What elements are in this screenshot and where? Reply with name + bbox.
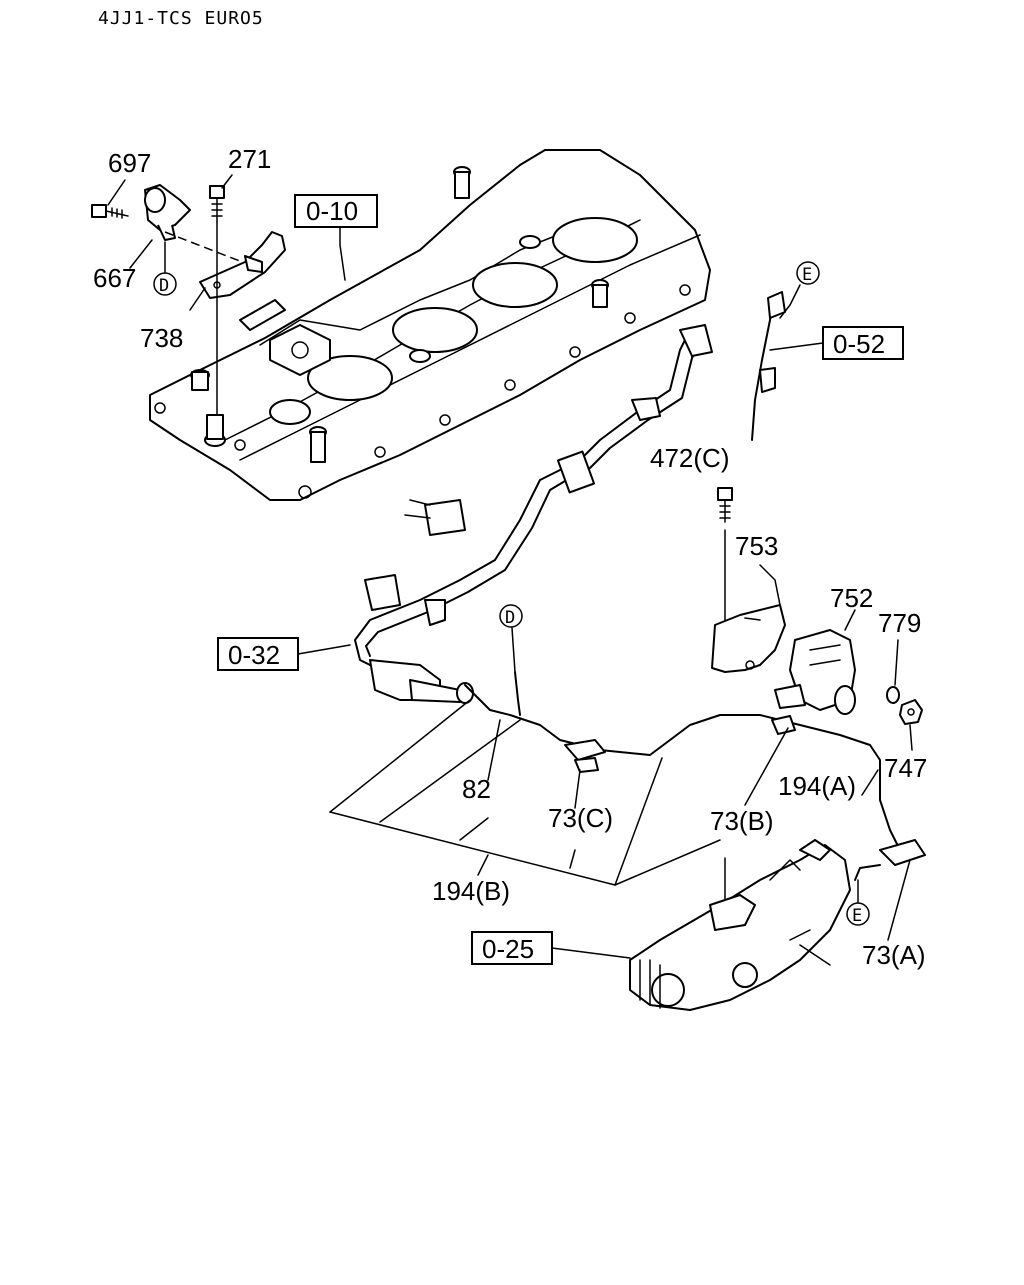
svg-text:E: E bbox=[852, 906, 862, 926]
leader-d-mid bbox=[511, 627, 516, 673]
label-747[interactable]: 747 bbox=[884, 753, 927, 783]
cylinder-head-cover bbox=[149, 149, 711, 501]
ref-0-32[interactable]: 0-32 bbox=[217, 637, 299, 671]
ref-0-52-label: 0-52 bbox=[833, 329, 885, 359]
leader-667 bbox=[129, 239, 153, 269]
marker-e-top: E bbox=[796, 261, 820, 285]
leader-779 bbox=[894, 639, 899, 686]
leader-697 bbox=[107, 179, 126, 206]
svg-text:D: D bbox=[505, 608, 515, 628]
label-271[interactable]: 271 bbox=[228, 144, 271, 174]
bolt-697[interactable] bbox=[91, 204, 129, 219]
leader-271 bbox=[221, 174, 233, 189]
leaders-194b bbox=[329, 699, 721, 886]
nut-747[interactable] bbox=[899, 699, 923, 725]
bolt-271[interactable] bbox=[209, 185, 225, 223]
leader-0-25 bbox=[551, 947, 631, 959]
label-753[interactable]: 753 bbox=[735, 531, 778, 561]
leader-752 bbox=[844, 609, 856, 631]
bolt-472c[interactable] bbox=[717, 487, 733, 523]
label-738[interactable]: 738 bbox=[140, 323, 183, 353]
label-697[interactable]: 697 bbox=[108, 148, 151, 178]
engine-model-title: 4JJ1-TCS EURO5 bbox=[98, 8, 264, 29]
leader-73c bbox=[574, 769, 581, 809]
leader-73b-up bbox=[744, 727, 789, 806]
intake-throttle-body bbox=[629, 839, 851, 1011]
leader-194a bbox=[861, 769, 879, 796]
ref-0-32-label: 0-32 bbox=[228, 640, 280, 670]
marker-e-bottom: E bbox=[846, 902, 870, 926]
leader-0-10 bbox=[339, 226, 346, 281]
label-779[interactable]: 779 bbox=[878, 608, 921, 638]
label-667[interactable]: 667 bbox=[93, 263, 136, 293]
svg-text:D: D bbox=[159, 276, 169, 296]
washer-779[interactable] bbox=[886, 686, 900, 704]
hose-194 bbox=[464, 671, 926, 881]
label-73b[interactable]: 73(B) bbox=[710, 806, 774, 836]
leader-73a bbox=[887, 859, 911, 941]
ref-0-25[interactable]: 0-25 bbox=[471, 931, 553, 965]
ref-0-10[interactable]: 0-10 bbox=[294, 194, 378, 228]
svg-text:E: E bbox=[802, 265, 812, 285]
ref-0-52[interactable]: 0-52 bbox=[822, 326, 904, 360]
leader-82 bbox=[487, 719, 501, 781]
label-194b[interactable]: 194(B) bbox=[432, 876, 510, 906]
label-73a[interactable]: 73(A) bbox=[862, 940, 926, 970]
bracket-738[interactable] bbox=[199, 231, 286, 299]
leader-738 bbox=[189, 287, 206, 311]
leader-747 bbox=[909, 724, 913, 751]
leader-0-52 bbox=[769, 342, 824, 351]
marker-d-mid: D bbox=[499, 604, 523, 628]
leader-e-top bbox=[779, 284, 801, 319]
dash-sensor-to-bracket bbox=[164, 231, 251, 266]
vacuum-hose-assembly bbox=[354, 324, 713, 704]
ref-0-10-label: 0-10 bbox=[306, 196, 358, 226]
label-73c[interactable]: 73(C) bbox=[548, 803, 613, 833]
vsv-752[interactable] bbox=[774, 629, 856, 715]
label-82[interactable]: 82 bbox=[462, 774, 491, 804]
label-752[interactable]: 752 bbox=[830, 583, 873, 613]
label-194a[interactable]: 194(A) bbox=[778, 771, 856, 801]
bracket-753[interactable] bbox=[711, 604, 786, 673]
label-472c[interactable]: 472(C) bbox=[650, 443, 729, 473]
leader-753 bbox=[759, 564, 781, 606]
sensor-667[interactable] bbox=[144, 184, 191, 241]
marker-d-top: D bbox=[153, 272, 177, 296]
leader-0-32 bbox=[297, 644, 351, 655]
harness-branch-0-52 bbox=[751, 291, 786, 441]
ref-0-25-label: 0-25 bbox=[482, 934, 534, 964]
